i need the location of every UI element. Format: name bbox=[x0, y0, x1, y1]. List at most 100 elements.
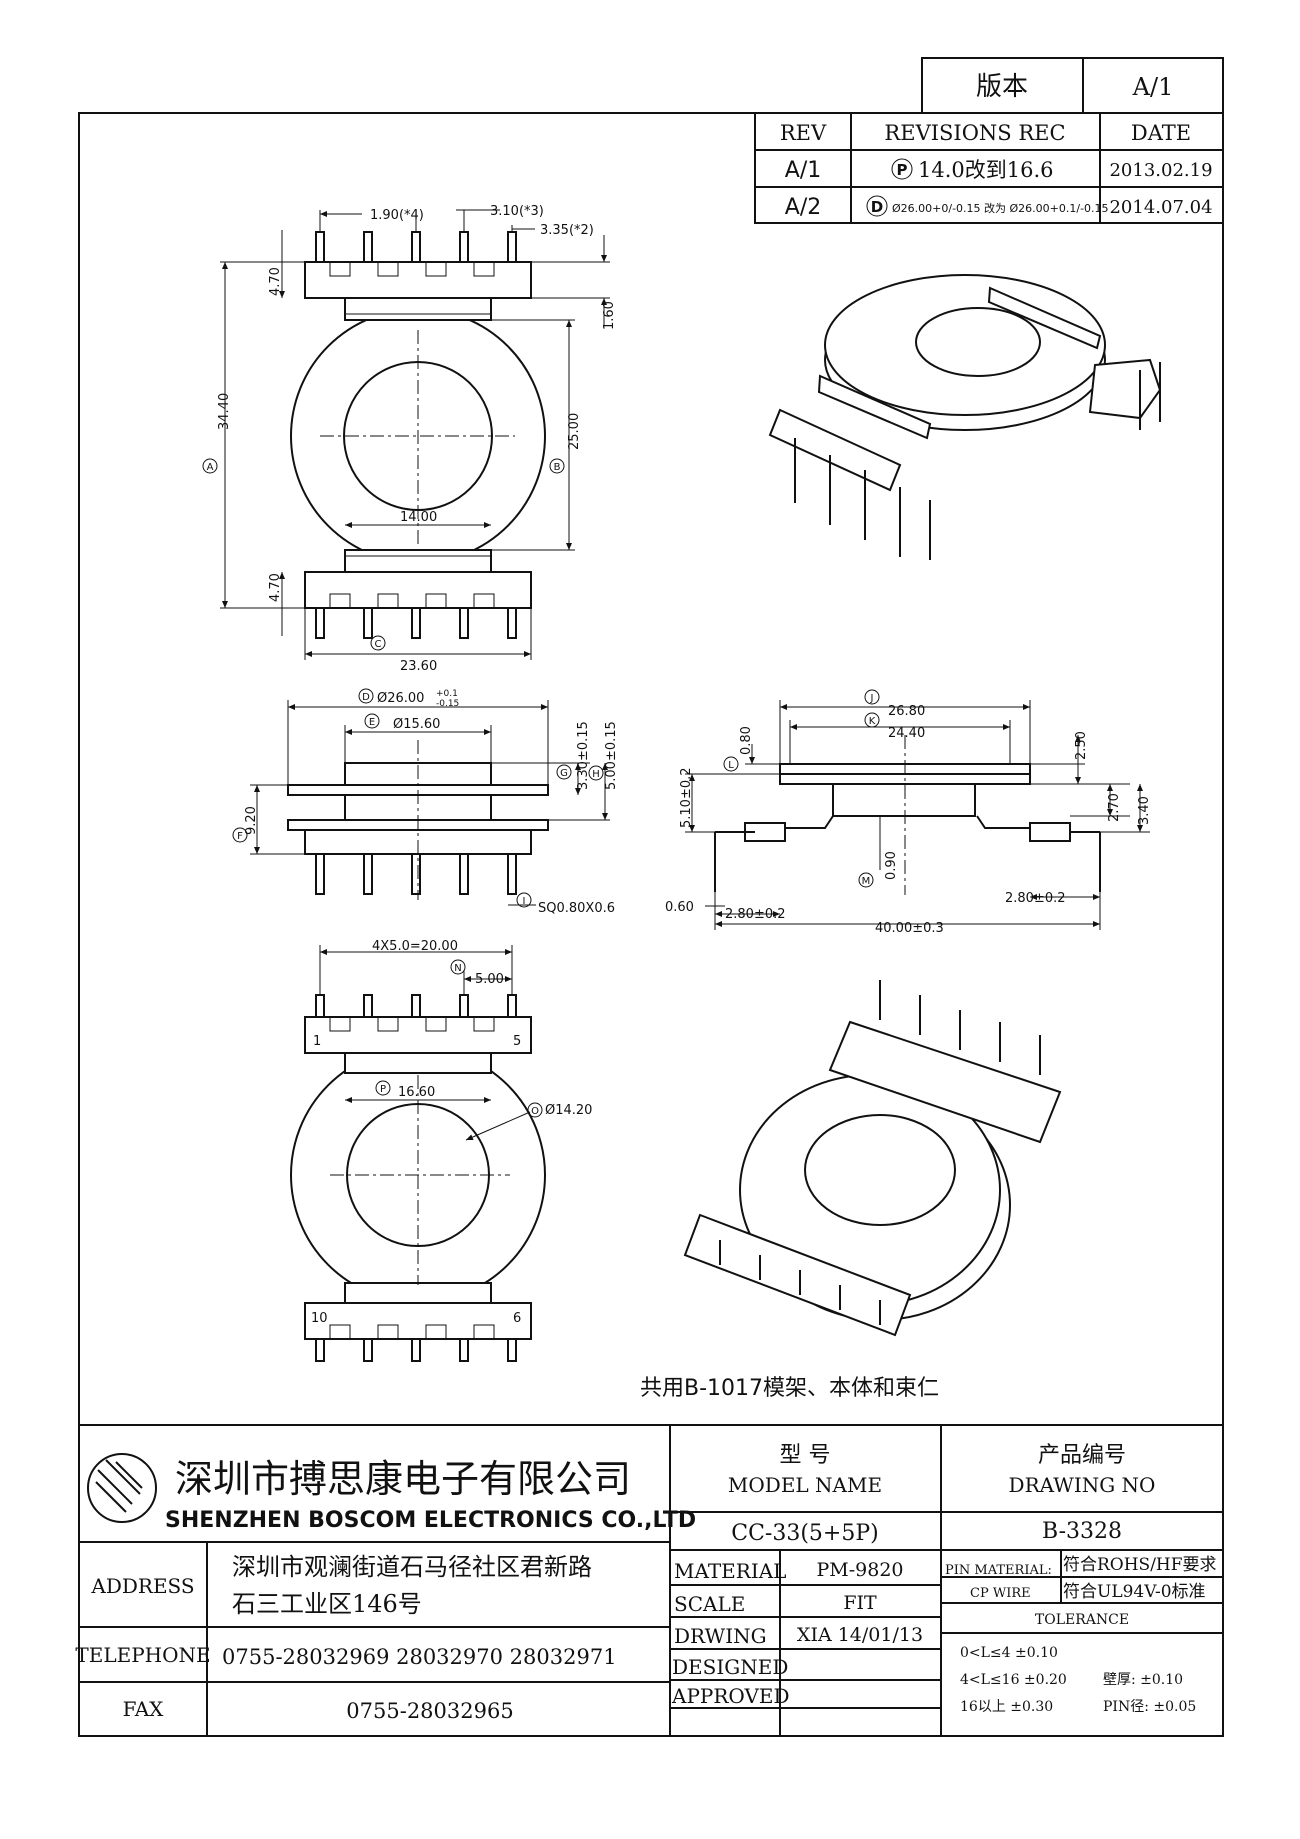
dim-pin-sq: SQ0.80X0.6 bbox=[538, 901, 615, 916]
scale-value: FIT bbox=[843, 1592, 877, 1614]
dim-24-40: 24.40 bbox=[888, 726, 925, 741]
label-i: I bbox=[523, 896, 526, 907]
tol-row-2: 4<L≤16 ±0.20 bbox=[960, 1672, 1067, 1688]
rev-symbol-d: D bbox=[871, 198, 883, 216]
iso-view-top bbox=[768, 274, 1162, 560]
drawing-no-value: B-3328 bbox=[1042, 1519, 1122, 1544]
label-p: P bbox=[380, 1084, 386, 1095]
date-header: DATE bbox=[1131, 121, 1191, 145]
dim-4-70-bot: 4.70 bbox=[268, 573, 283, 602]
tol-row-3b: PIN径: ±0.05 bbox=[1103, 1699, 1196, 1715]
pin-10-label: 10 bbox=[311, 1311, 328, 1326]
dim-25-00: 25.00 bbox=[567, 413, 582, 450]
dim-23-60: 23.60 bbox=[400, 659, 437, 674]
dim-d26-tol-up: +0.1 bbox=[436, 689, 458, 699]
dim-5-00: 5.00±0.15 bbox=[604, 721, 619, 790]
dim-16-60: 16.60 bbox=[398, 1085, 435, 1100]
dim-5-10: 5.10±0.2 bbox=[679, 767, 694, 828]
company-name-cn: 深圳市搏思康电子有限公司 bbox=[175, 1457, 631, 1501]
dim-40-00: 40.00±0.3 bbox=[875, 921, 944, 936]
company-logo-icon bbox=[87, 1453, 157, 1523]
iso-view-bottom bbox=[683, 980, 1062, 1337]
title-block: 深圳市搏思康电子有限公司 SHENZHEN BOSCOM ELECTRONICS… bbox=[75, 1424, 1223, 1736]
dim-3-10: 3.10(*3) bbox=[490, 204, 544, 219]
designed-label: DESIGNED bbox=[672, 1655, 788, 1679]
dim-2-80-right: 2.80±0.2 bbox=[1005, 891, 1066, 906]
fax-value: 0755-28032965 bbox=[346, 1699, 513, 1723]
revision-table: REV REVISIONS REC DATE A/1 P 14.0改到16.6 … bbox=[754, 112, 1224, 224]
telephone-label: TELEPHONE bbox=[75, 1643, 210, 1667]
label-a: A bbox=[207, 462, 214, 473]
pin-material-label: PIN MATERIAL: bbox=[945, 1563, 1052, 1578]
telephone-value: 0755-28032969 28032970 28032971 bbox=[222, 1645, 617, 1669]
label-f: F bbox=[237, 831, 243, 842]
dim-d15-60: Ø15.60 bbox=[393, 717, 440, 732]
tol-row-3: 16以上 ±0.30 bbox=[960, 1699, 1053, 1715]
rev-text-1: 14.0改到16.6 bbox=[918, 158, 1054, 182]
dim-14-00: 14.00 bbox=[400, 510, 437, 525]
version-label: 版本 bbox=[976, 72, 1028, 102]
dim-d26: Ø26.00 bbox=[377, 691, 424, 706]
label-g: G bbox=[560, 768, 568, 779]
label-m: M bbox=[862, 876, 871, 887]
tol-row-2b: 壁厚: ±0.10 bbox=[1103, 1672, 1183, 1688]
dim-3-30: 3.30±0.15 bbox=[576, 721, 591, 790]
label-k: K bbox=[869, 716, 876, 727]
side-view: J 26.80 K 24.40 0.80 L 2.50 2.70 3.40 5.… bbox=[665, 689, 1152, 936]
dim-2-70: 2.70 bbox=[1107, 793, 1122, 822]
dim-pitch-total: 4X5.0=20.00 bbox=[372, 939, 458, 954]
label-j: J bbox=[870, 693, 874, 704]
cp-wire-value: 符合UL94V-0标准 bbox=[1063, 1582, 1206, 1602]
label-l: L bbox=[728, 760, 734, 771]
drwing-label: DRWING bbox=[674, 1624, 767, 1648]
label-e: E bbox=[369, 717, 375, 728]
drawing-no-cn: 产品编号 bbox=[1038, 1443, 1126, 1468]
label-n: N bbox=[454, 963, 461, 974]
address-label: ADDRESS bbox=[90, 1574, 194, 1598]
tolerance-label: TOLERANCE bbox=[1035, 1612, 1129, 1628]
dim-3-35: 3.35(*2) bbox=[540, 223, 594, 238]
version-box: 版本 A/1 bbox=[921, 57, 1224, 114]
dim-2-50: 2.50 bbox=[1074, 731, 1089, 760]
model-value: CC-33(5+5P) bbox=[731, 1521, 879, 1546]
version-value: A/1 bbox=[1132, 73, 1174, 101]
pin-6-label: 6 bbox=[513, 1311, 521, 1326]
rev-header: REV bbox=[780, 121, 827, 145]
dim-0-60: 0.60 bbox=[665, 900, 694, 915]
bottom-view: 1 5 10 6 4X5.0=20.00 N 5.00 P 16.60 O Ø1… bbox=[290, 939, 592, 1362]
label-h: H bbox=[592, 769, 600, 780]
fax-label: FAX bbox=[123, 1697, 165, 1721]
rev-symbol-p: P bbox=[897, 161, 908, 179]
pin-1-label: 1 bbox=[313, 1034, 321, 1049]
approved-label: APPROVED bbox=[671, 1684, 790, 1708]
company-name-en: SHENZHEN BOSCOM ELECTRONICS CO.,LTD bbox=[165, 1508, 696, 1533]
sheet-border bbox=[78, 112, 1224, 1737]
revisions-rec-header: REVISIONS REC bbox=[884, 121, 1065, 145]
label-d: D bbox=[362, 692, 370, 703]
tol-row-1: 0<L≤4 ±0.10 bbox=[960, 1645, 1058, 1661]
dim-0-90: 0.90 bbox=[884, 851, 899, 880]
dim-1-90: 1.90(*4) bbox=[370, 208, 424, 223]
rev-date-1: 2013.02.19 bbox=[1109, 160, 1212, 181]
rev-row-1: A/1 bbox=[785, 158, 821, 183]
drawing-no-en: DRAWING NO bbox=[1009, 1473, 1156, 1497]
dim-d14-20: Ø14.20 bbox=[545, 1103, 592, 1118]
label-o: O bbox=[531, 1106, 539, 1117]
material-label: MATERIAL bbox=[674, 1559, 786, 1583]
model-name-cn: 型 号 bbox=[780, 1443, 831, 1468]
dim-1-60: 1.60 bbox=[602, 301, 617, 330]
note-text: 共用B-1017模架、本体和束仁 bbox=[640, 1376, 939, 1401]
rev-date-2: 2014.07.04 bbox=[1109, 197, 1212, 218]
dim-3-40: 3.40 bbox=[1137, 796, 1152, 825]
rev-text-2: Ø26.00+0/-0.15 改为 Ø26.00+0.1/-0.15 bbox=[892, 201, 1109, 215]
top-view: 34.40 A 4.70 4.70 1.60 25.00 B 14.00 23.… bbox=[202, 204, 617, 674]
dim-0-80: 0.80 bbox=[739, 726, 754, 755]
dim-9-20: 9.20 bbox=[244, 806, 259, 835]
address-line2: 石三工业区146号 bbox=[232, 1590, 422, 1618]
dim-2-80-left: 2.80±0.2 bbox=[725, 907, 786, 922]
label-c: C bbox=[375, 639, 382, 650]
scale-label: SCALE bbox=[674, 1592, 745, 1616]
dim-d26-tol-dn: -0.15 bbox=[436, 699, 459, 709]
dim-4-70-top: 4.70 bbox=[268, 267, 283, 296]
